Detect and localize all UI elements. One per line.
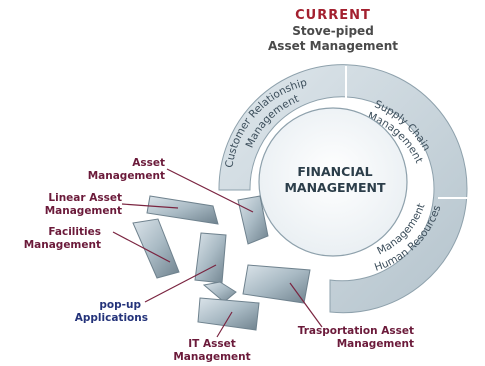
piece-popup-2 (202, 281, 237, 303)
piece-popup-1 (194, 232, 227, 284)
piece-linear-asset (146, 195, 219, 225)
label-asset-2: Management (88, 170, 165, 182)
header-asset-management: Asset Management (268, 39, 398, 53)
connector-it (216, 311, 233, 338)
label-popup-2: Applications (75, 312, 148, 324)
piece-it-asset (197, 297, 260, 331)
connector-popup (144, 264, 217, 303)
financial-management-circle (258, 107, 408, 257)
label-it-2: Management (173, 351, 250, 363)
connector-linear (121, 203, 179, 209)
header-current: CURRENT (295, 8, 371, 23)
piece-labels: Asset Management Linear Asset Management… (24, 157, 414, 363)
label-popup-1: pop-up (99, 299, 141, 311)
label-it-1: IT Asset (188, 338, 236, 350)
header-stove-piped: Stove-piped (292, 24, 374, 38)
piece-facilities (132, 218, 180, 279)
connector-lines (112, 168, 323, 338)
diagram-header: CURRENT Stove-piped Asset Management (268, 8, 398, 53)
label-asset-1: Asset (132, 157, 165, 169)
connector-transport (289, 282, 323, 328)
outer-ring (218, 64, 468, 314)
label-transport-1: Trasportation Asset (298, 325, 414, 337)
connector-facilities (112, 231, 171, 263)
label-facilities-2: Management (24, 239, 101, 251)
center-label-1: FINANCIAL (297, 164, 372, 179)
label-transport-2: Management (337, 338, 414, 350)
label-facilities-1: Facilities (48, 226, 101, 238)
label-linear-2: Management (45, 205, 122, 217)
connector-asset (166, 168, 254, 213)
center-label-2: MANAGEMENT (284, 180, 385, 195)
label-linear-1: Linear Asset (48, 192, 122, 204)
